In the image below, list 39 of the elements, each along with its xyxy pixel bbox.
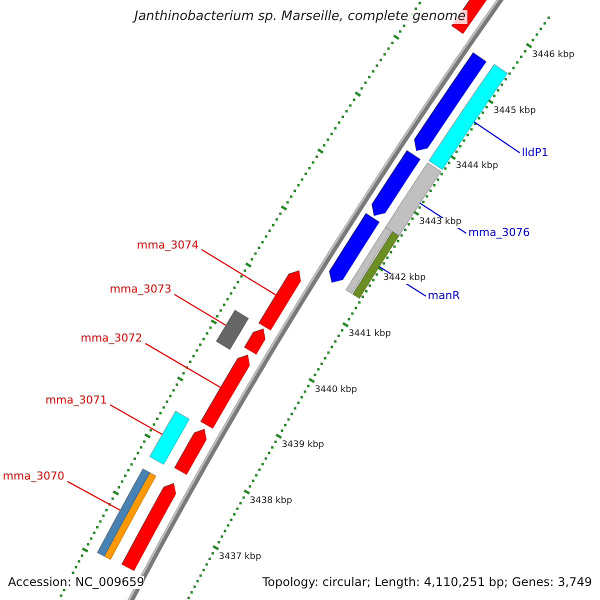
leader-line	[201, 248, 276, 296]
gene-label: manR	[428, 290, 460, 302]
scale-label: 3445 kbp	[493, 106, 536, 116]
gene-feature	[216, 310, 250, 350]
gene-label: mma_3072	[80, 333, 142, 346]
scale-label: 3439 kbp	[282, 441, 324, 452]
gene-feature	[200, 354, 250, 430]
scale-label: 3442 kbp	[383, 274, 426, 284]
scale-label: 3443 kbp	[419, 218, 462, 228]
gene-feature	[371, 150, 421, 216]
scale-label: 3446 kbp	[532, 50, 574, 61]
scale-label: 3437 kbp	[218, 552, 262, 563]
leader-line	[474, 121, 520, 154]
leader-line	[174, 294, 226, 326]
scale-label: 3441 kbp	[348, 330, 391, 340]
gene-feature	[104, 472, 157, 560]
gene-feature	[174, 428, 207, 476]
gene-feature	[414, 52, 487, 152]
gene-feature	[258, 270, 302, 331]
gene-label: mma_3074	[136, 239, 199, 252]
gene-label: mma_3071	[45, 394, 107, 407]
genome-stats-text: Topology: circular; Length: 4,110,251 bp; Genes: 3,749	[262, 576, 592, 589]
leader-line	[145, 342, 221, 388]
leader-line	[67, 480, 120, 511]
gene-label: mma_3073	[110, 284, 172, 296]
gene-label: lldP1	[522, 146, 548, 159]
scale-label: 3440 kbp	[314, 386, 358, 396]
accession-text: Accession: NC_009659	[8, 576, 144, 589]
gene-label: mma_3076	[468, 227, 530, 240]
gene-label: mma_3070	[2, 471, 64, 484]
map-title: Janthinobacterium sp. Marseille, complete genome	[132, 10, 468, 24]
gene-feature	[244, 328, 266, 355]
gene-feature	[328, 212, 380, 283]
gene-feature	[96, 468, 150, 557]
gene-feature	[149, 410, 190, 465]
gene-feature	[121, 482, 176, 572]
scale-label: 3438 kbp	[250, 497, 292, 507]
leader-line	[110, 404, 162, 435]
scale-label: 3444 kbp	[456, 162, 498, 172]
